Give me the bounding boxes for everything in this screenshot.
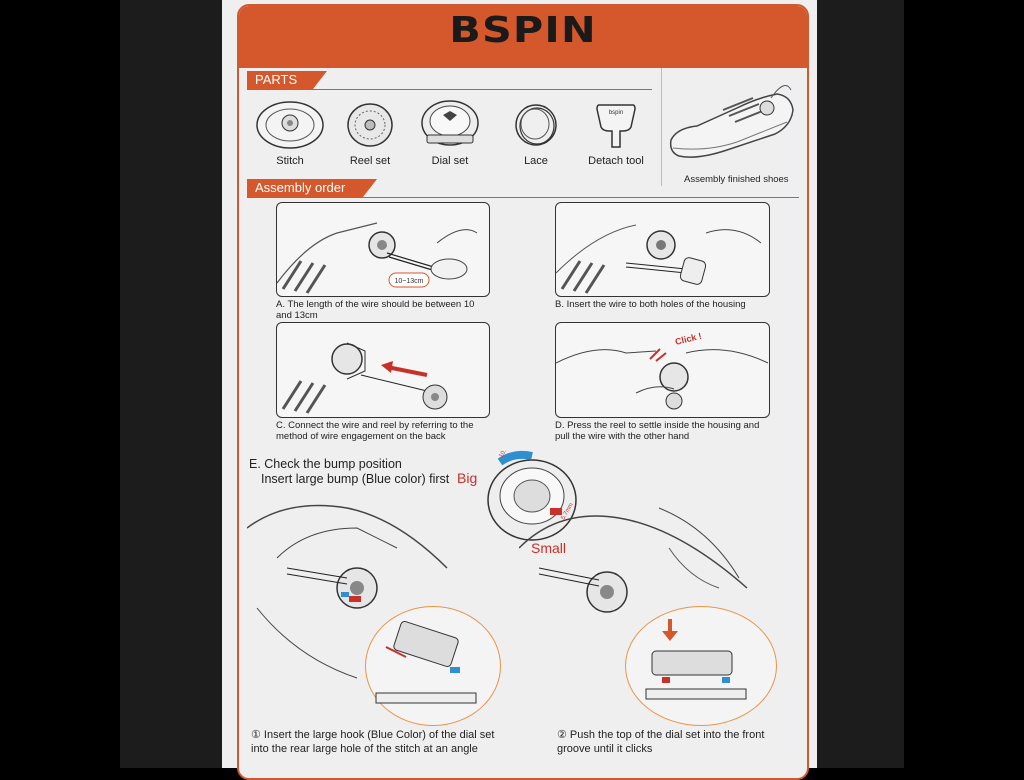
part-stitch: Stitch <box>245 99 335 167</box>
part-reel-set: Reel set <box>325 99 415 167</box>
part-dial-set: Dial set <box>405 99 495 167</box>
part-label: Stitch <box>276 155 304 167</box>
step-b-illustration <box>556 224 762 294</box>
click-detail-icon <box>645 619 747 700</box>
step-a-illustration: 10~13cm <box>277 222 478 294</box>
step-c-illustration <box>281 342 448 414</box>
part-label: Reel set <box>349 155 391 167</box>
assembly-section-title: Assembly order <box>247 179 377 197</box>
step-c-caption: C. Connect the wire and reel by referrin… <box>276 420 474 442</box>
stitch-icon <box>256 101 324 149</box>
step-a-panel: 10~13cm <box>276 202 490 297</box>
shoe-side-icon-2 <box>519 507 748 613</box>
tool-brand-text: bspin <box>609 110 623 116</box>
detail-circle-left <box>365 606 501 726</box>
detail-circle-right <box>625 606 777 726</box>
push-dial-illustration <box>519 488 749 686</box>
finished-label: Assembly finished shoes <box>684 174 789 185</box>
part-label: Detach tool <box>588 155 644 167</box>
shoe-side-icon <box>247 504 448 679</box>
manual-frame: BSPIN PARTS Stitch Reel set Dial set <box>237 4 809 780</box>
lace-icon <box>515 104 557 146</box>
step-a-caption: A. The length of the wire should be betw… <box>276 299 475 321</box>
bump-step-1: ① Insert the large hook (Blue Color) of … <box>251 729 495 755</box>
bump-section-subtitle: Insert large bump (Blue color) first <box>261 472 450 486</box>
insert-hook-illustration <box>247 488 457 686</box>
click-callout: Click ! <box>674 331 703 347</box>
right-gutter <box>904 0 1024 768</box>
measure-label: 10~13cm <box>395 278 424 285</box>
part-label: Lace <box>524 155 548 167</box>
part-lace: Lace <box>491 99 581 167</box>
reel-set-icon <box>347 103 393 147</box>
bump-section-title: E. Check the bump position <box>249 457 402 471</box>
parts-section-title: PARTS <box>247 71 327 89</box>
right-band <box>817 0 904 768</box>
vertical-divider <box>661 68 662 186</box>
big-label: Big <box>457 470 478 486</box>
dial-set-icon <box>421 100 479 146</box>
step-b-panel <box>555 202 770 297</box>
step-c-panel <box>276 322 490 418</box>
small-label: Small <box>531 540 567 556</box>
finished-shoe-illustration <box>667 74 797 172</box>
assembly-divider <box>247 197 799 198</box>
dial-closeup: 10.5mm 5.7mm <box>454 450 584 560</box>
step-d-caption: D. Press the reel to settle inside the h… <box>555 420 760 442</box>
header-bar: BSPIN <box>239 6 807 68</box>
parts-divider <box>247 89 652 90</box>
part-detach-tool: bspin Detach tool <box>571 99 661 167</box>
detach-tool-icon: bspin <box>596 104 636 148</box>
brand-logo: BSPIN <box>449 10 597 51</box>
left-gutter <box>0 0 120 768</box>
step-d-illustration: Click ! <box>556 331 769 410</box>
hook-detail-icon <box>375 621 477 704</box>
left-band <box>120 0 222 768</box>
step-d-panel: Click ! <box>555 322 770 418</box>
part-label: Dial set <box>431 155 469 167</box>
bump-step-2: ② Push the top of the dial set into the … <box>557 729 765 755</box>
dial-bump-icon: 10.5mm 5.7mm <box>487 450 577 541</box>
shoe-icon <box>669 85 794 158</box>
step-b-caption: B. Insert the wire to both holes of the … <box>555 299 746 310</box>
